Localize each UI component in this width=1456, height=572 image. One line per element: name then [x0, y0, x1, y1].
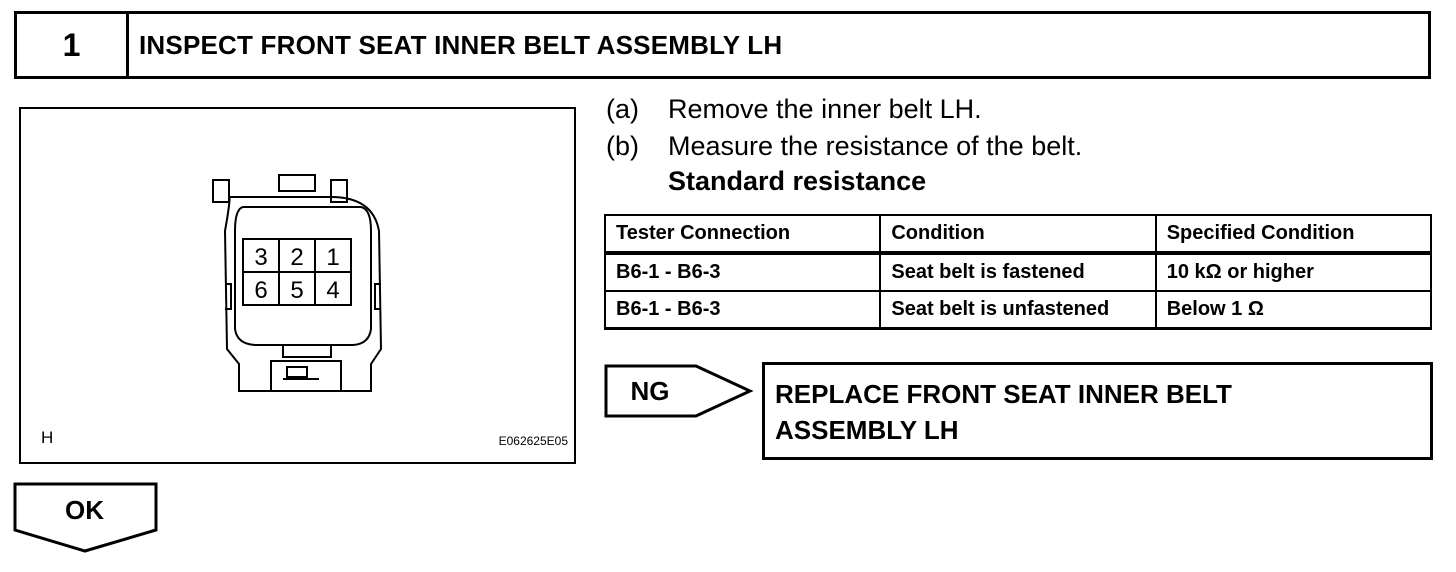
ng-arrow-icon [604, 364, 754, 418]
instruction-text: Remove the inner belt LH. [668, 94, 982, 124]
table-header-row: Tester Connection Condition Specified Co… [603, 214, 1433, 255]
table-row: B6-1 - B6-3 Seat belt is unfastened Belo… [603, 290, 1433, 330]
ng-action-line: REPLACE FRONT SEAT INNER BELT [775, 379, 1232, 409]
table-cell: 10 kΩ or higher [1154, 252, 1433, 292]
pin-label: 6 [254, 277, 267, 304]
instruction-text: Measure the resistance of the belt. [668, 131, 1083, 161]
table-header: Tester Connection [603, 214, 882, 255]
ng-action-line: ASSEMBLY LH [775, 415, 959, 445]
table-header: Specified Condition [1154, 214, 1433, 255]
pin-label: 1 [326, 244, 339, 271]
ok-arrow-icon [13, 482, 158, 553]
instruction-label: (a) [606, 94, 639, 124]
connector-diagram-icon: 3 2 1 6 5 4 [212, 174, 383, 392]
table-cell: Seat belt is fastened [879, 252, 1157, 292]
pin-label: 5 [290, 277, 303, 304]
table-cell: Seat belt is unfastened [879, 290, 1157, 330]
pin-label: 3 [254, 244, 267, 271]
ng-action-box: REPLACE FRONT SEAT INNER BELT ASSEMBLY L… [762, 362, 1433, 460]
instruction-label: (b) [606, 131, 639, 161]
instruction-a: (a) Remove the inner belt LH. [606, 94, 982, 125]
ng-label: NG [630, 375, 670, 406]
figure-corner-label: H [41, 428, 54, 447]
instruction-b: (b) Measure the resistance of the belt. [606, 131, 1082, 162]
pin-label: 2 [290, 244, 303, 271]
table-cell: Below 1 Ω [1154, 290, 1433, 330]
table-cell: B6-1 - B6-3 [603, 290, 882, 330]
table-row: B6-1 - B6-3 Seat belt is fastened 10 kΩ … [603, 252, 1433, 292]
spec-table: Tester Connection Condition Specified Co… [603, 214, 1433, 330]
figure-code: E062625E05 [498, 434, 568, 448]
standard-title: Standard resistance [668, 166, 927, 196]
table-header: Condition [879, 214, 1157, 255]
step-title: INSPECT FRONT SEAT INNER BELT ASSEMBLY L… [139, 29, 783, 60]
connector-figure: 3 2 1 6 5 4 H E062625E05 [19, 107, 576, 464]
table-cell: B6-1 - B6-3 [603, 252, 882, 292]
step-number: 1 [17, 14, 129, 76]
ok-label: OK [65, 494, 104, 525]
pin-label: 4 [326, 277, 339, 304]
step-header: 1 INSPECT FRONT SEAT INNER BELT ASSEMBLY… [14, 11, 1431, 79]
